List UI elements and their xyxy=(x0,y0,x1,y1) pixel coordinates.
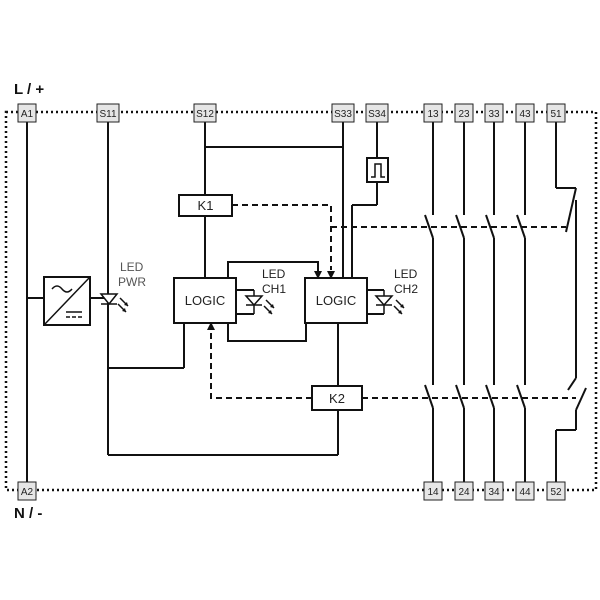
led-ch2-label-line2: CH2 xyxy=(394,282,418,296)
led-pwr-label-line2: PWR xyxy=(118,275,146,289)
top-terminal-label-s11: S11 xyxy=(99,109,116,120)
top-terminal-label-43: 43 xyxy=(519,109,531,120)
top-terminal-label-a1: A1 xyxy=(21,109,34,120)
bottom-terminal-label-52: 52 xyxy=(550,487,562,498)
top-terminal-label-33: 33 xyxy=(488,109,500,120)
housing-border xyxy=(4,110,598,492)
dash-k1-logic2 xyxy=(232,204,332,270)
bottom-terminal-44 xyxy=(515,481,535,501)
logic-block-2-label: LOGIC xyxy=(316,293,356,308)
contact-23-24 xyxy=(455,122,465,482)
bottom-terminal-label-44: 44 xyxy=(519,487,531,498)
wiring xyxy=(26,122,378,482)
top-terminal-a1 xyxy=(17,103,37,123)
contact-33-34 xyxy=(485,122,495,482)
contact-13-14 xyxy=(424,122,434,482)
logic-block-1-label: LOGIC xyxy=(185,293,225,308)
contact-51-52 xyxy=(555,122,587,482)
bottom-terminal-label-14: 14 xyxy=(427,487,439,498)
top-terminal-label-51: 51 xyxy=(550,109,562,120)
relay-k1-label: K1 xyxy=(198,198,214,213)
wire-logic-cross-top xyxy=(227,261,319,278)
bottom-terminal-24 xyxy=(454,481,474,501)
led-ch2-label-line1: LED xyxy=(394,267,418,281)
bottom-terminal-label-a2: A2 xyxy=(21,487,34,498)
contacts xyxy=(424,122,587,482)
power-supply-block xyxy=(43,276,91,326)
bottom-terminal-label-34: 34 xyxy=(488,487,500,498)
relay-k2: K2 xyxy=(311,385,363,411)
top-terminal-label-23: 23 xyxy=(458,109,470,120)
logic-block-2: LOGIC xyxy=(304,277,368,324)
relay-k1: K1 xyxy=(178,194,233,217)
led-ch2-symbol xyxy=(374,290,405,315)
top-terminal-label-s33: S33 xyxy=(334,109,352,120)
bottom-terminal-14 xyxy=(423,481,443,501)
top-terminal-51 xyxy=(546,103,566,123)
dash-k2-logic1 xyxy=(210,333,312,399)
terminals-bottom: A2 14 24 34 44 52 xyxy=(17,481,566,501)
top-terminal-13 xyxy=(423,103,443,123)
rail-label-bottom: N / - xyxy=(14,505,42,522)
led-ch1-symbol xyxy=(244,290,275,315)
top-terminal-s12 xyxy=(193,103,217,123)
led-pwr-symbol xyxy=(99,293,129,313)
wire-logic-cross-bottom xyxy=(227,323,307,342)
mechanical-links xyxy=(210,204,576,399)
top-terminal-43 xyxy=(515,103,535,123)
bottom-terminal-52 xyxy=(546,481,566,501)
arrow-logic1 xyxy=(207,322,215,330)
arrow-logic2-b xyxy=(327,271,335,279)
top-terminal-s11 xyxy=(96,103,120,123)
rail-label-top: L / + xyxy=(14,81,44,98)
bottom-terminal-a2 xyxy=(17,481,37,501)
top-terminal-s33 xyxy=(331,103,355,123)
top-terminal-label-s34: S34 xyxy=(368,109,386,120)
pulse-icon xyxy=(366,157,389,183)
top-terminal-s34 xyxy=(365,103,389,123)
bottom-terminal-34 xyxy=(484,481,504,501)
led-ch1-label-line2: CH1 xyxy=(262,282,286,296)
terminals-top: A1 S11 S12 S33 S34 13 23 33 43 51 xyxy=(17,103,566,123)
led-ch1-label-line1: LED xyxy=(262,267,286,281)
top-terminal-33 xyxy=(484,103,504,123)
top-terminal-23 xyxy=(454,103,474,123)
logic-block-1: LOGIC xyxy=(173,277,237,324)
contact-43-44 xyxy=(516,122,526,482)
top-terminal-label-13: 13 xyxy=(427,109,439,120)
top-terminal-label-s12: S12 xyxy=(196,109,214,120)
led-pwr-label-line1: LED xyxy=(120,260,144,274)
relay-k2-label: K2 xyxy=(329,391,345,406)
arrow-logic2-a xyxy=(314,271,322,279)
bottom-terminal-label-24: 24 xyxy=(458,487,470,498)
